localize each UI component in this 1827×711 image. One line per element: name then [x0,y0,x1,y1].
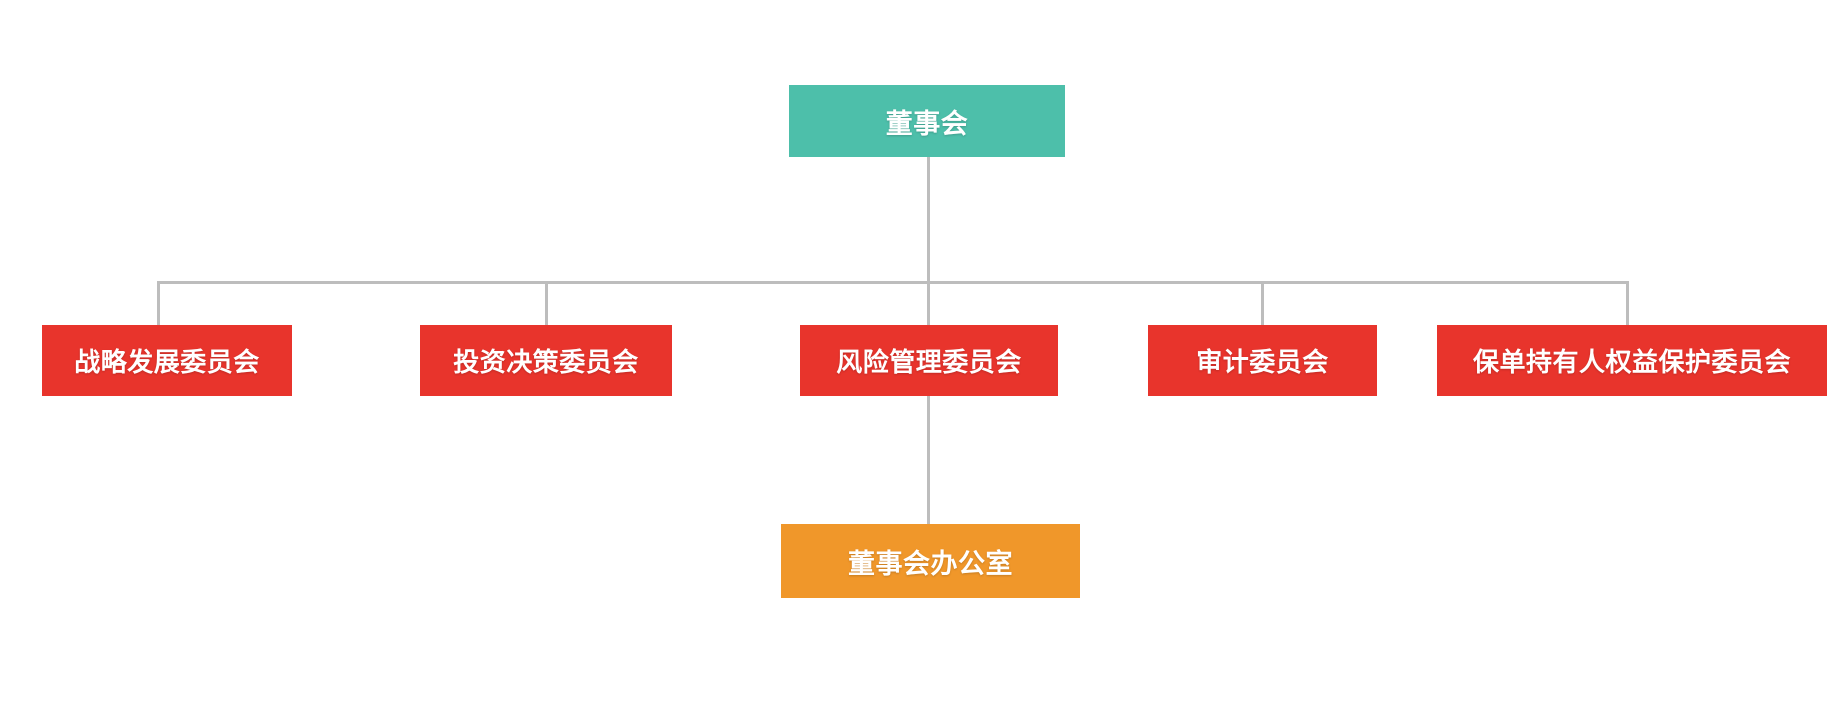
node-board-office[interactable]: 董事会办公室 [781,524,1080,598]
connector-root-stem [927,157,930,283]
connector-drop-policyholder [1626,281,1629,325]
node-committee-policyholder-rights-protection[interactable]: 保单持有人权益保护委员会 [1437,325,1827,396]
connector-drop-risk [927,281,930,325]
node-label: 战略发展委员会 [74,347,260,377]
node-label: 审计委员会 [1196,347,1329,377]
node-label: 风险管理委员会 [836,347,1022,377]
node-label: 董事会办公室 [848,548,1013,579]
node-committee-risk-management[interactable]: 风险管理委员会 [800,325,1058,396]
connector-horizontal-bus [158,281,1627,284]
node-committee-audit[interactable]: 审计委员会 [1148,325,1377,396]
node-committee-strategy-development[interactable]: 战略发展委员会 [42,325,292,396]
connector-drop-investment [545,281,548,325]
connector-drop-strategy [157,281,160,325]
connector-drop-audit [1261,281,1264,325]
node-committee-investment-decision[interactable]: 投资决策委员会 [420,325,672,396]
node-label: 董事会 [885,108,969,139]
connector-office-stem [927,396,930,524]
node-label: 投资决策委员会 [453,347,639,377]
node-label: 保单持有人权益保护委员会 [1472,347,1791,377]
node-board-of-directors[interactable]: 董事会 [789,85,1065,157]
